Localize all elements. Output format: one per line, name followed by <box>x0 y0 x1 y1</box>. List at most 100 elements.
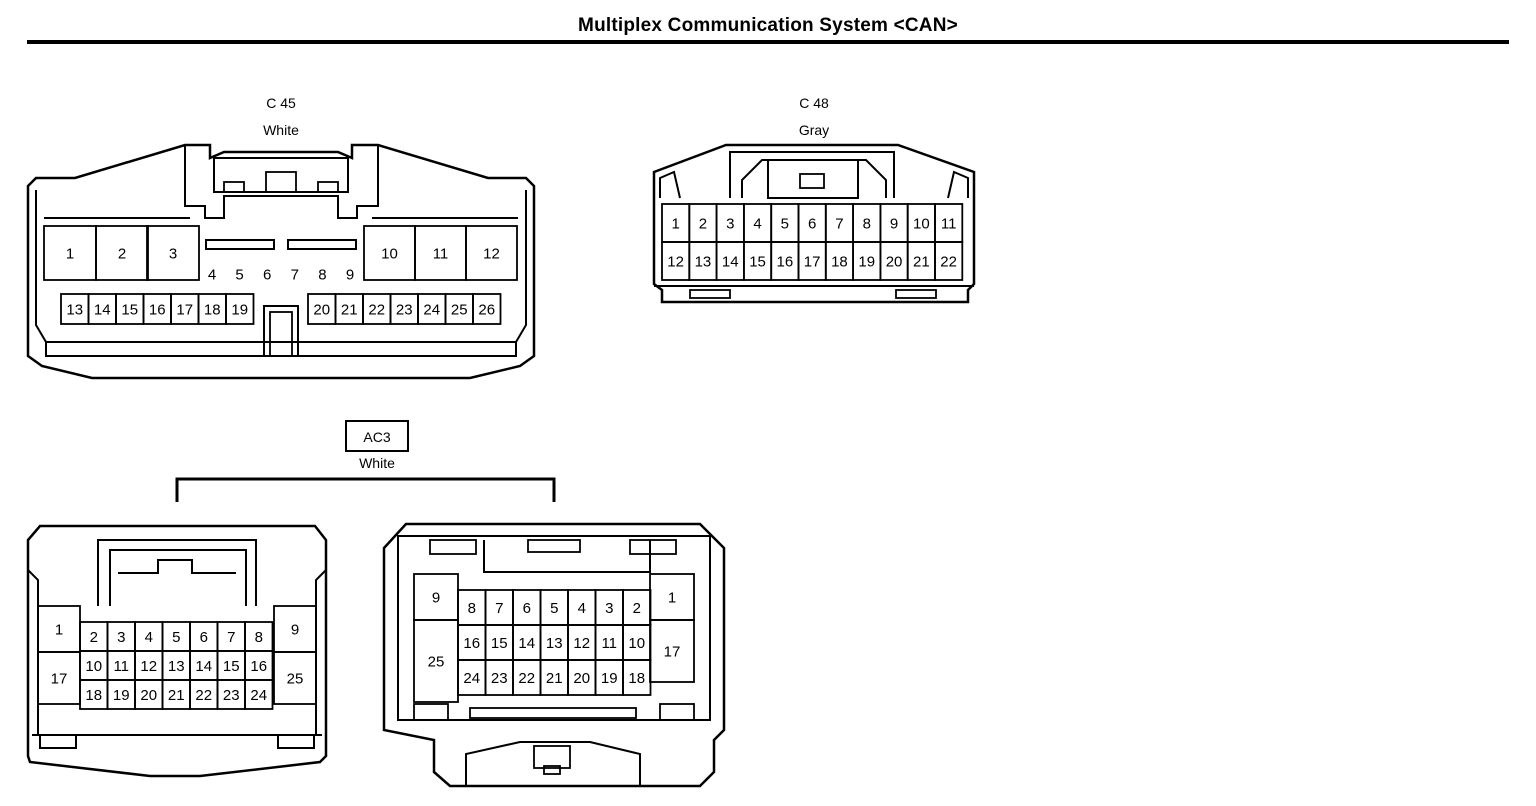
ac3-pin-label: 3 <box>605 600 613 617</box>
c48-pin-label: 4 <box>753 215 761 232</box>
c48-pin-label: 3 <box>726 215 734 232</box>
ac3-pin-label: 23 <box>223 687 240 704</box>
c45-pin-cell <box>472 293 502 325</box>
ac3-pin-label: 23 <box>491 670 508 687</box>
c48-id-label: C 48 <box>799 95 829 111</box>
ac3-bracket <box>175 477 556 502</box>
ac3-pin-label: 8 <box>468 600 476 617</box>
ac3-pin-label: 14 <box>195 658 212 675</box>
c48-pin-label: 17 <box>804 253 821 270</box>
ac3-pin-label: 15 <box>223 658 240 675</box>
ac3-pin-label: 21 <box>168 687 185 704</box>
c45-id-label: C 45 <box>266 95 296 111</box>
c45-pin-label: 18 <box>204 301 221 318</box>
ac3-pin-label: 2 <box>633 600 641 617</box>
c45-pin-label: 3 <box>169 245 177 262</box>
ac3-pin-label: 18 <box>628 670 645 687</box>
c45-pin-label: 23 <box>396 301 413 318</box>
ac3-pin-label: 16 <box>250 658 267 675</box>
ac3-pin-label: 13 <box>168 658 185 675</box>
c45-pin-label: 8 <box>318 266 326 283</box>
c45-pin-label: 21 <box>341 301 358 318</box>
c45-pin-label: 4 <box>208 266 216 283</box>
ac3-pin-label: 22 <box>195 687 212 704</box>
ac3-pin-label: 6 <box>523 600 531 617</box>
c45-pin-label: 5 <box>235 266 243 283</box>
page-title: Multiplex Communication System <CAN> <box>578 15 958 36</box>
c45-pin-label: 25 <box>451 301 468 318</box>
ac3-pin-label: 16 <box>463 635 480 652</box>
c48-pin-label: 15 <box>749 253 766 270</box>
ac3-pin-cell <box>622 659 652 696</box>
ac3-pin-label: 9 <box>291 621 299 638</box>
c48-housing <box>652 143 976 304</box>
c45-pin-label: 17 <box>176 301 193 318</box>
c48-pin-label: 18 <box>831 253 848 270</box>
ac3-pin-label: 4 <box>145 629 153 646</box>
ac3-pin-label: 12 <box>140 658 157 675</box>
title-rule <box>27 40 1509 44</box>
ac3-pin-label: 24 <box>463 670 480 687</box>
c45-pin-label: 22 <box>368 301 385 318</box>
c48-pin-label: 8 <box>863 215 871 232</box>
ac3-pin-cell <box>244 679 274 710</box>
c48-pin-label: 10 <box>913 215 930 232</box>
c45-pin-label: 12 <box>483 245 500 262</box>
ac3-pin-label: 10 <box>85 658 102 675</box>
c48-pin-label: 6 <box>808 215 816 232</box>
ac3-pin-label: 15 <box>491 635 508 652</box>
c48-pin-label: 16 <box>777 253 794 270</box>
c48-pin-label: 9 <box>890 215 898 232</box>
c45-pin-cell <box>95 225 149 281</box>
c45-pin-label: 14 <box>94 301 111 318</box>
ac3-id-label: AC3 <box>363 429 390 445</box>
ac3-pin-label: 21 <box>546 670 563 687</box>
c48-pin-label: 20 <box>886 253 903 270</box>
c48-pin-label: 19 <box>858 253 875 270</box>
c45-housing <box>26 143 536 380</box>
c48-pin-label: 7 <box>835 215 843 232</box>
ac3-pin-label: 9 <box>432 589 440 606</box>
ac3-pin-label: 20 <box>573 670 590 687</box>
c45-pin-cell <box>465 225 518 281</box>
ac3-pin-label: 17 <box>664 643 681 660</box>
c48-pin-label: 14 <box>722 253 739 270</box>
ac3-right-housing <box>382 522 726 788</box>
c48-pin-label: 13 <box>695 253 712 270</box>
c45-pin-label: 24 <box>423 301 440 318</box>
c45-pin-label: 1 <box>66 245 74 262</box>
ac3-pin-cell <box>273 651 317 705</box>
ac3-pin-label: 12 <box>573 635 590 652</box>
c45-pin-cell <box>225 293 255 325</box>
ac3-pin-label: 3 <box>117 629 125 646</box>
c45-pin-label: 15 <box>121 301 138 318</box>
ac3-pin-label: 20 <box>140 687 157 704</box>
c45-pin-label: 16 <box>149 301 166 318</box>
c48-pin-label: 11 <box>941 215 957 232</box>
c45-pin-label: 6 <box>263 266 271 283</box>
ac3-pin-label: 19 <box>113 687 130 704</box>
c48-pin-label: 22 <box>940 253 957 270</box>
ac3-color-label: White <box>359 455 395 471</box>
ac3-pin-label: 8 <box>255 629 263 646</box>
ac3-pin-label: 6 <box>200 629 208 646</box>
ac3-id-box <box>345 420 409 452</box>
ac3-pin-label: 2 <box>90 629 98 646</box>
c48-pin-label: 2 <box>699 215 707 232</box>
c45-pin-label: 19 <box>231 301 248 318</box>
c48-pin-cell <box>934 241 964 281</box>
ac3-pin-label: 1 <box>668 589 676 606</box>
ac3-pin-label: 22 <box>518 670 535 687</box>
ac3-pin-label: 5 <box>172 629 180 646</box>
ac3-pin-label: 24 <box>250 687 267 704</box>
ac3-left-housing <box>26 524 328 778</box>
c45-color-label: White <box>263 122 299 138</box>
c48-pin-label: 1 <box>671 215 679 232</box>
